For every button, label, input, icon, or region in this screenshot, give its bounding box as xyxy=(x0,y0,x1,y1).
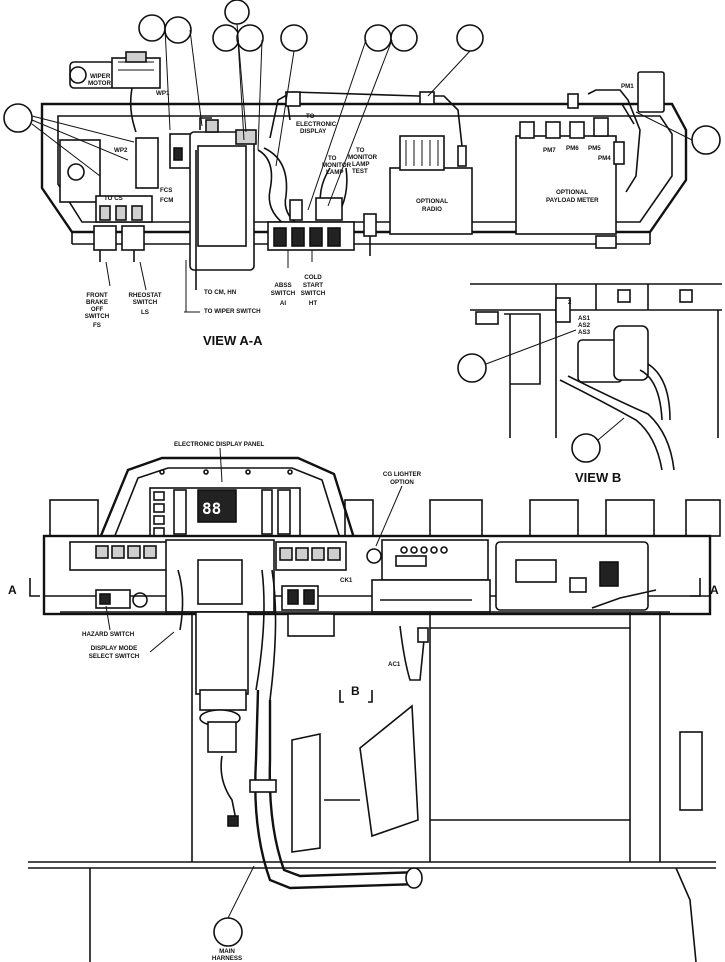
label-pm4: PM4 xyxy=(598,155,611,162)
label-ac1: AC1 xyxy=(388,661,401,668)
view-b-drawing: 2 xyxy=(457,283,722,471)
label-pm1: PM1 xyxy=(621,83,634,90)
section-marker-a-left: A xyxy=(8,583,17,597)
label-hazard-switch: HAZARD SWITCH xyxy=(82,631,135,638)
view-aa-drawing xyxy=(3,0,721,313)
label-fcs: FCS xyxy=(160,187,172,194)
label-pm5: PM5 xyxy=(588,145,601,152)
label-wp1: WP1 xyxy=(156,90,170,97)
label-to-cm-hn: TO CM, HN xyxy=(204,289,237,296)
label-as3: AS3 xyxy=(578,329,591,336)
label-fcm: FCM xyxy=(160,197,173,204)
label-to-wiper-switch: TO WIPER SWITCH xyxy=(204,308,261,315)
section-marker-a-right: A xyxy=(710,583,719,597)
label-2: 2 xyxy=(568,299,572,306)
label-to-cs: TO CS xyxy=(104,195,123,202)
section-marker-b: B xyxy=(351,684,360,698)
label-electronic-display-panel: ELECTRONIC DISPLAY PANEL xyxy=(174,441,265,448)
main-view-drawing: 88 xyxy=(28,456,721,962)
label-ck1: CK1 xyxy=(340,577,353,584)
title-view-aa: VIEW A-A xyxy=(203,333,263,348)
wiper-motor xyxy=(69,51,161,133)
optional-payload-meter xyxy=(515,71,665,249)
title-view-b: VIEW B xyxy=(575,470,621,485)
label-wp2: WP2 xyxy=(114,147,128,154)
label-pm7: PM7 xyxy=(543,147,556,154)
label-as2: AS2 xyxy=(578,322,591,329)
optional-radio xyxy=(389,135,473,235)
label-pm6: PM6 xyxy=(566,145,579,152)
svg-text:88: 88 xyxy=(202,499,221,518)
label-as1: AS1 xyxy=(578,315,591,322)
